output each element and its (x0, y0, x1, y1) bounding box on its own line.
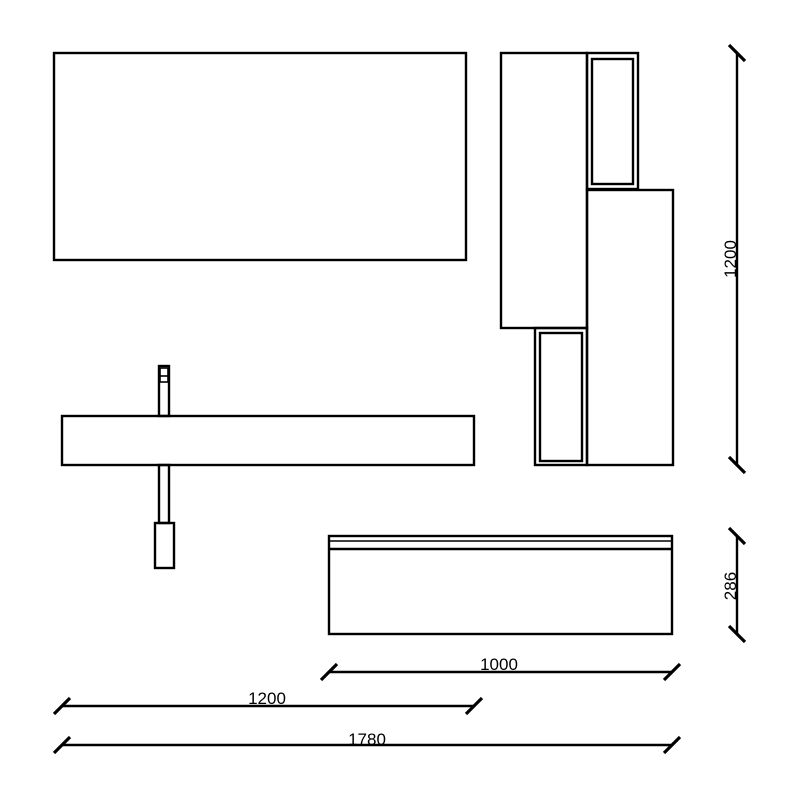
middle-closed-unit (585, 188, 675, 467)
dimension-shelf-width: 1000 (319, 655, 682, 682)
dimension-shelf-height-label: 286 (721, 572, 740, 600)
dimension-shelf-width-label: 1000 (480, 655, 518, 674)
upper-open-niche-inner (590, 57, 635, 186)
dimension-sink-width-label: 1200 (248, 689, 286, 708)
dimension-height: 1200 (721, 43, 747, 475)
faucet (157, 364, 171, 418)
washbasin-slab (60, 414, 476, 467)
lower-open-niche-inner (538, 331, 584, 463)
faucet-head (159, 367, 169, 383)
mirror-panel (52, 51, 468, 262)
dimension-height-label: 1200 (721, 240, 740, 278)
siphon (153, 521, 176, 570)
drain-pipe-stem (157, 463, 171, 525)
upper-closed-unit (499, 51, 589, 330)
drawer-unit-body (327, 534, 674, 636)
column-cabinet (499, 51, 675, 467)
drawer-unit (327, 534, 674, 636)
dimension-sink-width: 1200 (52, 689, 484, 716)
dimension-total-width: 1780 (52, 730, 682, 755)
upper-open-niche (585, 51, 640, 191)
drain-pipe (153, 463, 176, 570)
lower-open-niche (533, 326, 589, 467)
dimension-total-width-label: 1780 (348, 730, 386, 749)
dimension-shelf-height: 286 (721, 526, 747, 644)
